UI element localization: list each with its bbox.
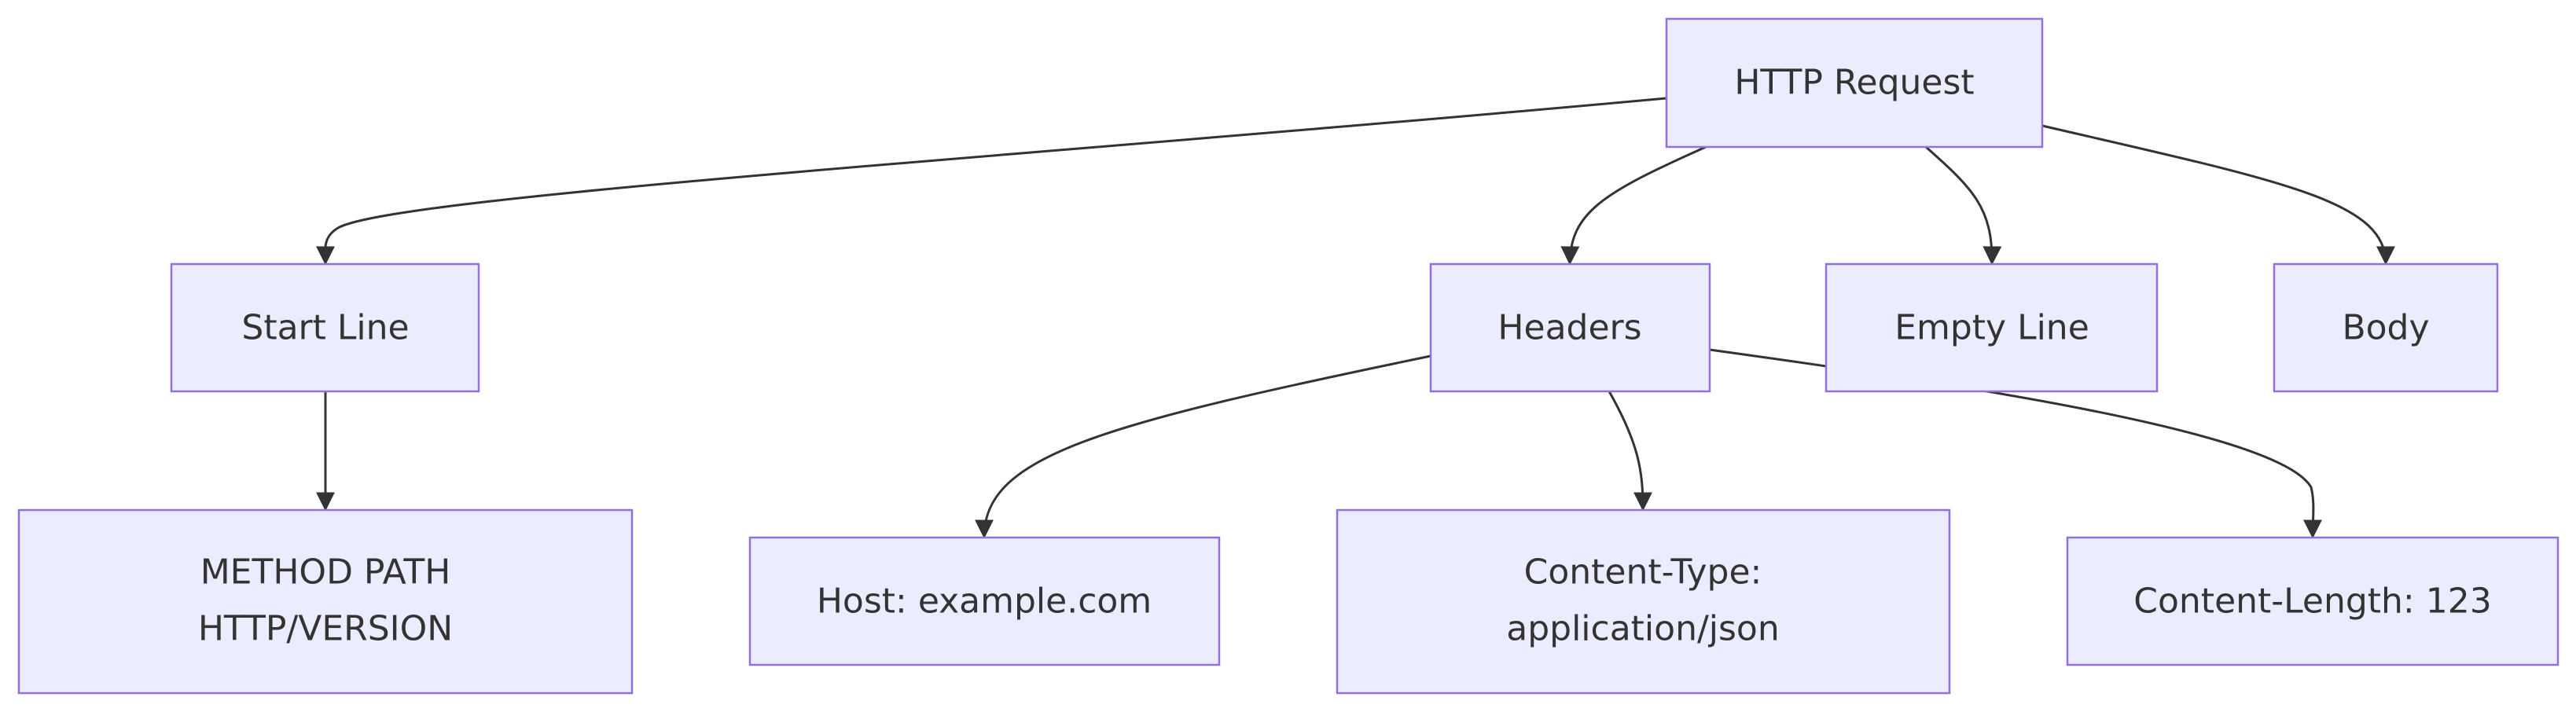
node-box xyxy=(2273,262,2499,393)
node-http-request: HTTP Request xyxy=(1665,17,2044,149)
node-label: Host: example.com xyxy=(817,582,1152,622)
node-label-line-1: METHOD PATH xyxy=(200,552,451,593)
node-box xyxy=(748,536,1221,666)
node-box xyxy=(1336,508,1951,695)
node-box xyxy=(2066,536,2559,666)
node-label: Body xyxy=(2342,308,2429,348)
node-host: Host: example.com xyxy=(748,536,1221,666)
node-label-line-1: Content-Type: xyxy=(1524,552,1762,593)
node-label: Headers xyxy=(1497,308,1641,348)
edge-request-to-empty-line xyxy=(1925,145,2002,266)
edge-headers-to-host xyxy=(975,354,1431,539)
edges xyxy=(315,97,2395,539)
edge-request-to-start-line xyxy=(315,97,1667,266)
node-label-line-2: HTTP/VERSION xyxy=(198,609,453,649)
node-label: Content-Length: 123 xyxy=(2133,582,2491,622)
node-headers: Headers xyxy=(1429,262,1711,393)
node-label: HTTP Request xyxy=(1734,63,1974,103)
node-start-line: Start Line xyxy=(170,262,480,393)
node-label-line-2: application/json xyxy=(1506,609,1780,649)
node-body: Body xyxy=(2273,262,2499,393)
node-box xyxy=(1825,262,2159,393)
node-box xyxy=(1665,17,2044,149)
node-box xyxy=(170,262,480,393)
node-content-length: Content-Length: 123 xyxy=(2066,536,2559,666)
node-label: Empty Line xyxy=(1894,308,2089,348)
node-box xyxy=(1429,262,1711,393)
node-label: Start Line xyxy=(241,308,409,348)
node-box xyxy=(17,508,634,695)
node-content-type: Content-Type: application/json xyxy=(1336,508,1951,695)
node-method-path: METHOD PATH HTTP/VERSION xyxy=(17,508,634,695)
node-empty-line: Empty Line xyxy=(1825,262,2159,393)
edge-request-to-headers xyxy=(1560,145,1707,266)
edge-request-to-body xyxy=(2041,124,2395,266)
edge-headers-to-content-type xyxy=(1608,391,1652,512)
